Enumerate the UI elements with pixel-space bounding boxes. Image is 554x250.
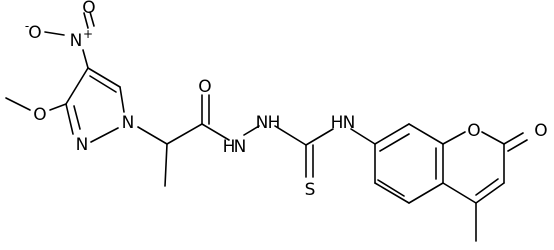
bond: [164, 143, 168, 187]
atom-label: S: [305, 180, 316, 200]
bond: [82, 49, 89, 69]
atom-label: N: [343, 113, 356, 133]
bond: [442, 182, 477, 204]
bond: [274, 125, 307, 146]
bond: [350, 128, 376, 145]
charge-label: +: [83, 27, 93, 41]
atom-label: N: [256, 113, 269, 133]
bond: [119, 86, 125, 113]
bond: [166, 123, 203, 145]
atom-label: H: [268, 113, 281, 133]
charge-label: -: [25, 19, 29, 33]
atom-label: H: [223, 137, 236, 157]
atom-label: O: [534, 121, 547, 141]
bonds: [5, 11, 528, 242]
bond: [5, 97, 31, 111]
bond: [89, 75, 117, 93]
atom-label: N: [234, 137, 247, 157]
bond: [65, 67, 89, 105]
atom-label: O: [28, 23, 41, 43]
bond: [481, 131, 505, 145]
bond: [243, 125, 260, 136]
bond: [374, 182, 410, 204]
bond: [87, 67, 121, 88]
atom-label: O: [198, 77, 211, 97]
bond: [305, 128, 334, 146]
atom-label: N: [122, 113, 135, 133]
bond: [201, 123, 230, 141]
bond: [83, 12, 89, 29]
atom-label: O: [467, 121, 480, 141]
bond: [374, 123, 410, 145]
bond: [408, 182, 444, 204]
bond: [377, 179, 405, 197]
bond: [73, 105, 81, 130]
bond: [475, 178, 499, 196]
bond: [379, 133, 410, 152]
bond: [137, 126, 168, 145]
atom-label: N: [76, 135, 89, 155]
bond: [442, 131, 466, 145]
bond: [49, 103, 67, 111]
atom-label: O: [33, 105, 46, 125]
bond: [90, 127, 119, 143]
bond: [507, 139, 528, 152]
atom-label: N: [70, 31, 83, 51]
bond: [503, 132, 524, 145]
atom-label: H: [331, 113, 344, 133]
bond: [44, 31, 65, 36]
bond: [65, 103, 74, 135]
bond: [408, 123, 444, 145]
bond: [475, 182, 505, 204]
bond: [89, 11, 95, 27]
atom-labels: O O - N + O N N O H N N H S H N O O: [25, 0, 548, 200]
atom-label: O: [82, 0, 95, 18]
